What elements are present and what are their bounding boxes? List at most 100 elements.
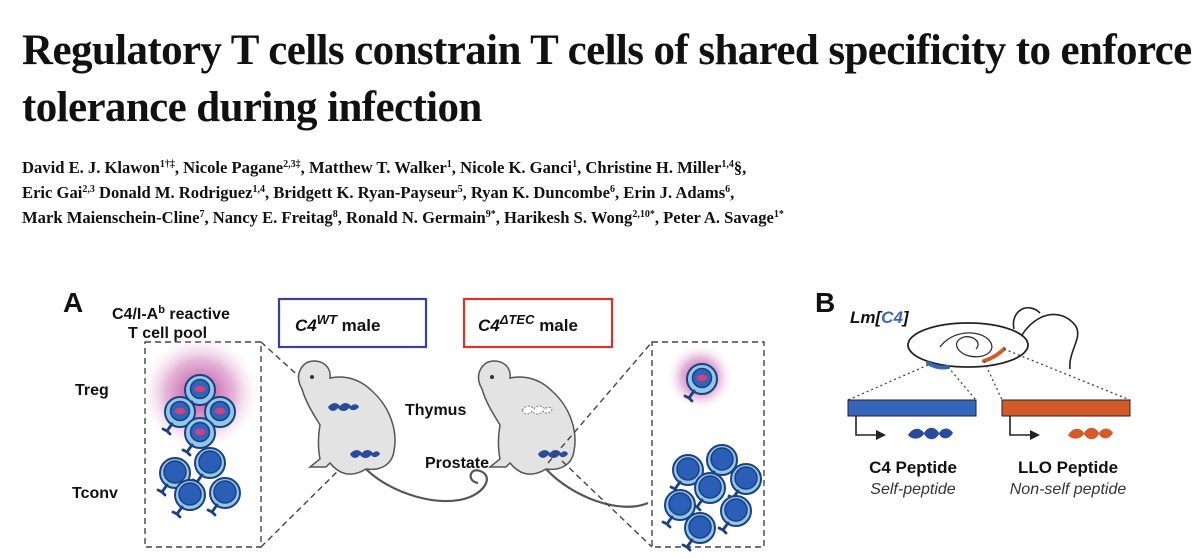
author-affiliation: 2,3 (82, 184, 95, 195)
author-line: David E. J. Klawon1†‡, Nicole Pagane2,3‡… (22, 158, 747, 177)
author-name: Mark Maienschein-Cline (22, 208, 200, 227)
wt-mouse-eye (310, 375, 314, 379)
author-name: Nancy E. Freitag (212, 208, 333, 227)
graphical-abstract: A C4/I-Ab reactive T cell pool Treg Tcon… (0, 265, 1200, 558)
author-name: Eric Gai (22, 183, 83, 202)
tec-box-label: C4ΔTEC male (478, 312, 578, 336)
c4-gene-segment (926, 361, 950, 370)
author-affiliation: 5 (457, 184, 463, 195)
wt-box-sup: WT (317, 312, 338, 327)
panel-a-letter: A (63, 287, 83, 318)
thymus-label: Thymus (405, 402, 466, 419)
author-name: Ronald N. Germain (346, 208, 486, 227)
author-affiliation: 1 (572, 159, 578, 170)
wt-box-prefix: C4 (295, 316, 317, 335)
author-name: Matthew T. Walker (308, 158, 447, 177)
wt-mouse-body (297, 360, 396, 475)
author-affiliation: 9* (485, 209, 496, 220)
author-name: Nicole Pagane (183, 158, 284, 177)
bacterium-body (907, 322, 1029, 368)
c4-expression-arrow (855, 416, 876, 436)
left-inset-leader-bottom (260, 456, 353, 548)
author-name: Nicole K. Ganci (460, 158, 573, 177)
pool-label-line1-suffix: reactive (165, 306, 230, 323)
paper-title: Regulatory T cells constrain T cells of … (22, 27, 1192, 131)
tconv-cell (681, 511, 717, 552)
pool-label-line1: C4/I-Ab reactive (112, 304, 230, 323)
tec-box (462, 297, 614, 349)
prostate-label: Prostate (425, 455, 489, 472)
tconv-cell (171, 478, 207, 519)
right-inset-box (651, 341, 765, 548)
c4-leader-right (947, 366, 977, 401)
figure-canvas: A C4/I-Ab reactive T cell pool Treg Tcon… (63, 287, 1131, 552)
wt-box-label: C4WT male (295, 312, 380, 336)
author-name: Donald M. Rodriguez (99, 183, 253, 202)
author-line: Eric Gai2,3 Donald M. Rodriguez1,4, Brid… (22, 183, 735, 202)
right-inset-leader-top (547, 341, 653, 464)
treg-label: Treg (75, 382, 109, 399)
flagellum (1012, 307, 1041, 330)
tec-mouse (477, 360, 649, 508)
author-name: Christine H. Miller (585, 158, 722, 177)
c4-peptide (908, 427, 953, 440)
author-affiliation: 6 (609, 184, 615, 195)
author-name: Ryan K. Duncombe (470, 183, 610, 202)
llo-leader-right (1003, 348, 1131, 401)
author-affiliation: 8 (332, 209, 338, 220)
author-line: Mark Maienschein-Cline7, Nancy E. Freita… (22, 208, 784, 227)
strain-core: C4 (881, 308, 903, 327)
c4-arrowhead (876, 430, 886, 440)
bacterium-illustration (907, 307, 1079, 370)
tec-box-prefix: C4 (478, 316, 500, 335)
author-affiliation: 2,10* (632, 209, 655, 220)
llo-gene-bar (1001, 399, 1131, 417)
author-affiliation: 1* (773, 209, 784, 220)
author-note: § (733, 158, 743, 177)
tec-thymus-empty (521, 405, 553, 415)
strain-label: Lm[C4] (850, 308, 910, 327)
llo-leader-left (983, 360, 1003, 401)
tconv-label: Tconv (72, 485, 118, 502)
c4-peptide-sub: Self-peptide (870, 481, 955, 498)
c4-peptide-label: C4 Peptide (869, 458, 957, 477)
tconv-cell (691, 471, 727, 512)
tconv-cell (717, 494, 753, 535)
flagellum (1021, 313, 1079, 370)
panel-b-letter: B (815, 287, 835, 318)
author-name: Peter A. Savage (663, 208, 774, 227)
author-list: David E. J. Klawon1†‡, Nicole Pagane2,3‡… (22, 155, 1192, 230)
strain-suffix: ] (901, 308, 910, 327)
author-affiliation: 6 (725, 184, 731, 195)
tconv-cell (206, 476, 242, 517)
wt-box (277, 297, 428, 349)
wt-mouse (297, 360, 488, 503)
wt-box-suffix: male (337, 316, 380, 335)
tec-mouse-body (477, 360, 576, 475)
c4-gene-bar (847, 399, 977, 417)
author-name: Bridgett K. Ryan-Payseur (273, 183, 458, 202)
llo-peptide-label: LLO Peptide (1018, 458, 1118, 477)
author-name: Harikesh S. Wong (504, 208, 633, 227)
llo-peptide-sub: Non-self peptide (1010, 481, 1127, 498)
wt-mouse-tail (365, 468, 488, 503)
tec-box-sup: ΔTEC (499, 312, 535, 327)
c4-leader-left (847, 364, 929, 401)
author-name: David E. J. Klawon (22, 158, 160, 177)
tec-mouse-tail (545, 468, 649, 508)
wt-prostate-peptide (350, 450, 380, 458)
author-affiliation: 1†‡ (159, 159, 175, 170)
tec-prostate-peptide (538, 450, 568, 458)
author-name: Erin J. Adams (623, 183, 726, 202)
author-affiliation: 1,4 (252, 184, 266, 195)
author-affiliation: 7 (199, 209, 205, 220)
author-affiliation: 1,4 (721, 159, 734, 170)
right-inset-leader-bottom (561, 460, 653, 548)
pool-label-sup: b (158, 304, 165, 316)
llo-expression-arrow (1009, 416, 1030, 436)
llo-gene-segment (982, 347, 1006, 363)
pool-label-line1-prefix: C4/I-A (112, 306, 159, 323)
llo-peptide (1068, 427, 1113, 440)
tec-box-suffix: male (534, 316, 577, 335)
tec-mouse-eye (490, 375, 494, 379)
